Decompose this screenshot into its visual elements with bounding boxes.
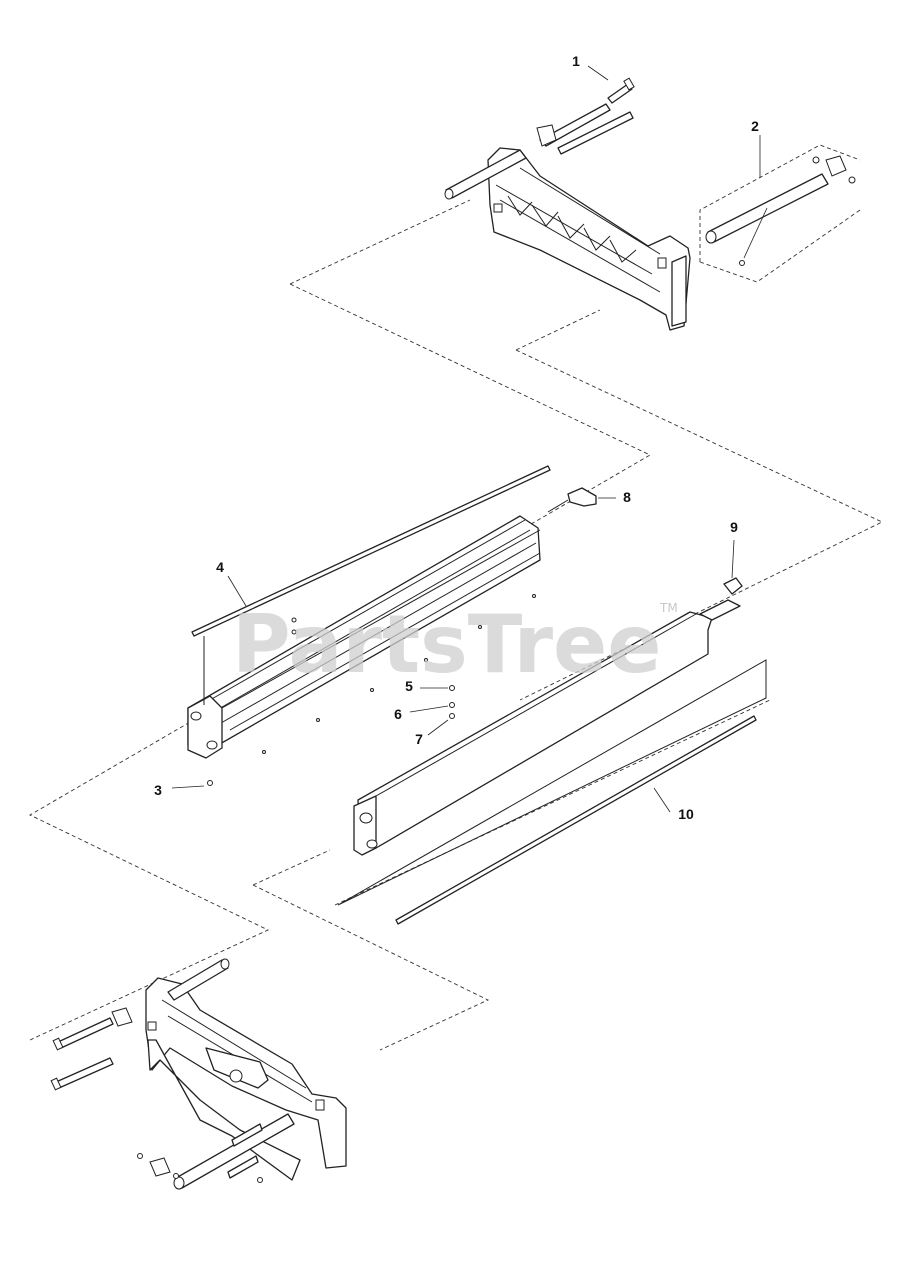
cover-plate — [337, 659, 767, 906]
rod-part-10 — [395, 715, 757, 925]
leader-lines — [171, 65, 768, 813]
watermark: PartsTree — [232, 598, 662, 691]
clip-part-9 — [723, 577, 743, 595]
watermark-trademark: TM — [659, 601, 678, 615]
lower-shafts — [111, 958, 295, 1190]
upper-end-frame — [487, 147, 691, 331]
shaft-part-2 — [705, 155, 856, 266]
callout-9: 9 — [730, 519, 738, 535]
channel-cover — [353, 599, 741, 856]
callouts: 1 2 3 4 5 6 7 8 9 10 — [154, 53, 759, 822]
callout-1: 1 — [572, 53, 580, 69]
lower-bolts — [50, 1017, 114, 1091]
callout-7: 7 — [415, 731, 423, 747]
callout-4: 4 — [216, 559, 224, 575]
callout-8: 8 — [623, 489, 631, 505]
upper-shafts — [444, 103, 634, 200]
rod-part-4 — [191, 465, 551, 705]
callout-2: 2 — [751, 118, 759, 134]
callout-3: 3 — [154, 782, 162, 798]
callout-6: 6 — [394, 706, 402, 722]
bolt-part-1 — [607, 77, 635, 104]
lower-end-frame — [145, 977, 347, 1181]
callout-5: 5 — [405, 678, 413, 694]
small-hardware — [207, 594, 536, 786]
callout-10: 10 — [678, 806, 694, 822]
main-rail-assembly — [187, 515, 541, 759]
bracket-part-8 — [547, 487, 597, 513]
lower-hardware — [137, 1153, 263, 1183]
